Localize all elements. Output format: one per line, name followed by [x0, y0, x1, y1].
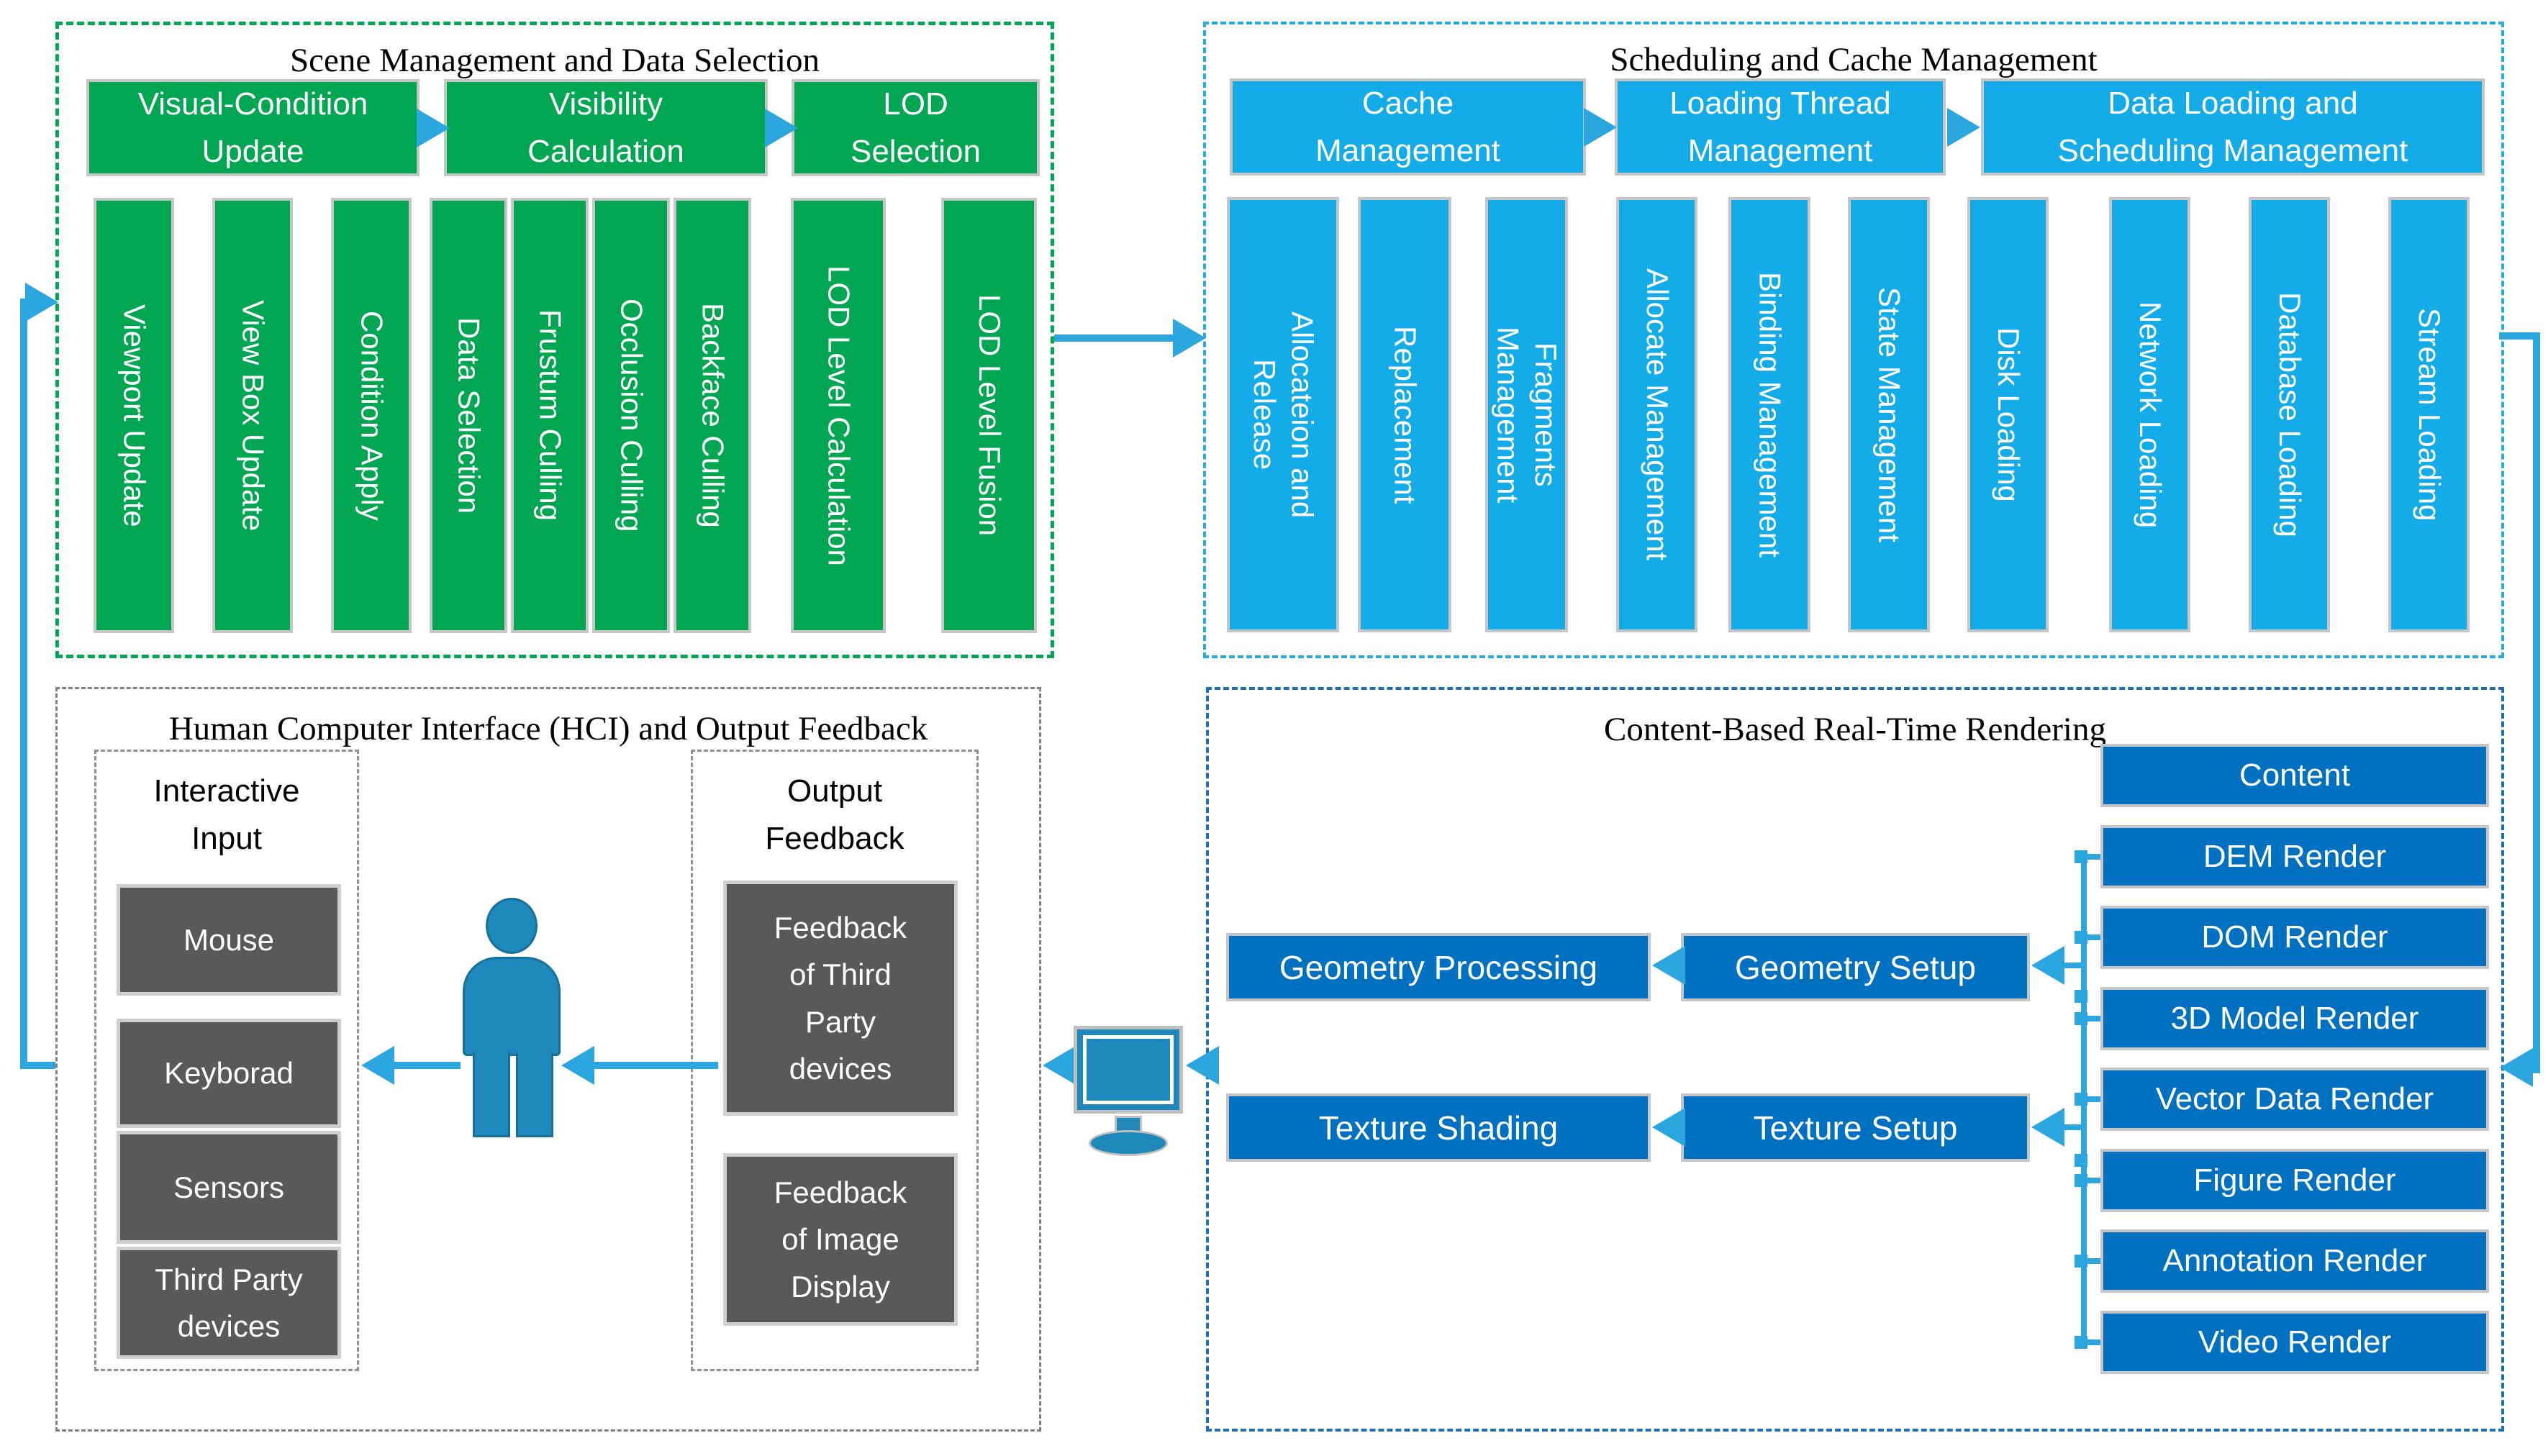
section-title: Human Computer Interface (HCI) and Outpu… — [168, 710, 928, 747]
box-database-loading: Database Loading — [2249, 197, 2330, 632]
box-occlusion-culling: Occlusion Culling — [592, 198, 670, 633]
box-3d-model-render: 3D Model Render — [2100, 987, 2489, 1050]
box-texture-setup: Texture Setup — [1681, 1093, 2030, 1162]
box-allocation-and-release: Allocateion and Release — [1227, 197, 1339, 632]
connector-scene-to-scheduling — [1054, 335, 1176, 342]
arrow-right-icon — [1584, 108, 1617, 147]
box-binding-management: Binding Management — [1728, 197, 1810, 632]
output-feedback-panel: Output Feedback Feedback of Third Party … — [691, 750, 979, 1371]
box-allocate-management: Allocate Management — [1616, 197, 1697, 632]
section-title: Scheduling and Cache Management — [1610, 41, 2098, 78]
box-vector-data-render: Vector Data Render — [2100, 1068, 2489, 1131]
arrow-right-icon — [417, 109, 450, 147]
box-lod-selection: LOD Selection — [792, 79, 1040, 176]
bracket-node — [2075, 1255, 2087, 1268]
bracket-tick — [2081, 1096, 2103, 1102]
box-content: Content — [2100, 744, 2489, 807]
arrow-left-icon — [1043, 1046, 1076, 1085]
arrow-left-icon — [2031, 946, 2064, 985]
box-geometry-processing: Geometry Processing — [1226, 933, 1651, 1001]
loop-right-vertical — [2533, 332, 2540, 1073]
arrow-right-icon — [1173, 319, 1206, 358]
box-texture-shading: Texture Shading — [1226, 1093, 1651, 1162]
box-condition-apply: Condition Apply — [331, 198, 412, 633]
bracket-node — [2075, 1093, 2087, 1106]
box-disk-loading: Disk Loading — [1967, 197, 2049, 632]
box-figure-render: Figure Render — [2100, 1149, 2489, 1212]
box-mouse: Mouse — [117, 884, 341, 996]
interactive-input-panel: Interactive Input Mouse Keyborad Sensors… — [94, 750, 359, 1371]
box-feedback-image-display: Feedback of Image Display — [723, 1153, 958, 1326]
bracket-tick — [2081, 854, 2103, 860]
bracket-tick — [2081, 1178, 2103, 1183]
box-loading-thread-management: Loading Thread Management — [1615, 78, 1946, 176]
box-viewport-update: Viewport Update — [94, 198, 174, 633]
bracket-tick — [2081, 1339, 2103, 1345]
box-keyboard: Keyborad — [117, 1019, 341, 1128]
bracket-node — [2075, 990, 2087, 1003]
section-scheduling-cache: Scheduling and Cache Management Cache Ma… — [1203, 22, 2504, 658]
box-backface-culling: Backface Culling — [674, 198, 751, 633]
section-title: Scene Management and Data Selection — [289, 42, 820, 79]
section-hci: Human Computer Interface (HCI) and Outpu… — [55, 687, 1041, 1432]
arrow-right-icon — [765, 109, 798, 147]
section-rendering: Content-Based Real-Time Rendering Geomet… — [1206, 687, 2504, 1432]
box-data-loading-scheduling: Data Loading and Scheduling Management — [1981, 78, 2485, 176]
box-view-box-update: View Box Update — [212, 198, 293, 633]
arrow-left-icon — [2031, 1108, 2064, 1147]
connector-line — [2064, 1124, 2084, 1130]
box-state-management: State Management — [1848, 197, 1930, 632]
box-feedback-third-party: Feedback of Third Party devices — [723, 881, 958, 1116]
box-replacement: Replacement — [1358, 197, 1451, 632]
loop-left-bottom — [20, 1062, 55, 1069]
bracket-node — [2075, 1174, 2087, 1187]
section-scene-management: Scene Management and Data Selection Visu… — [55, 22, 1054, 658]
box-cache-management: Cache Management — [1230, 78, 1586, 176]
box-third-party-devices: Third Party devices — [117, 1247, 341, 1359]
box-sensors: Sensors — [117, 1131, 341, 1244]
box-lod-level-fusion: LOD Level Fusion — [941, 198, 1037, 633]
box-data-selection: Data Selection — [430, 198, 507, 633]
bracket-node — [2075, 1154, 2087, 1167]
connector-line — [2064, 963, 2084, 968]
arrow-left-icon — [1186, 1046, 1219, 1085]
arrow-right-icon — [25, 283, 58, 322]
box-network-loading: Network Loading — [2109, 197, 2190, 632]
bracket-node — [2075, 1012, 2087, 1025]
loop-left-vertical — [20, 299, 27, 1069]
arrow-left-icon — [1652, 946, 1685, 985]
connector-person-to-input — [394, 1062, 461, 1069]
box-stream-loading: Stream Loading — [2388, 197, 2470, 632]
bracket-node — [2075, 1336, 2087, 1349]
panel-title: Interactive Input — [153, 773, 300, 856]
loop-right-top — [2499, 332, 2540, 340]
box-dem-render: DEM Render — [2100, 825, 2489, 888]
arrow-right-icon — [1947, 108, 1980, 147]
box-visual-condition-update: Visual-Condition Update — [86, 79, 420, 176]
bracket-tick — [2081, 1016, 2103, 1022]
panel-title: Output Feedback — [765, 773, 905, 856]
arrow-left-icon — [561, 1046, 594, 1085]
box-annotation-render: Annotation Render — [2100, 1229, 2489, 1293]
box-video-render: Video Render — [2100, 1311, 2489, 1374]
box-frustum-culling: Frustum Culling — [511, 198, 589, 633]
bracket-tick — [2081, 1258, 2103, 1264]
bracket-node — [2075, 850, 2087, 863]
arrow-left-icon — [361, 1046, 394, 1085]
arrow-left-icon — [1652, 1108, 1685, 1147]
section-title: Content-Based Real-Time Rendering — [1604, 711, 2106, 748]
box-dom-render: DOM Render — [2100, 906, 2489, 969]
connector-feedback-to-person — [594, 1062, 718, 1069]
bracket-tick — [2081, 934, 2103, 940]
box-fragments-management: Fragments Management — [1485, 197, 1568, 632]
box-lod-level-calculation: LOD Level Calculation — [791, 198, 886, 633]
box-visibility-calculation: Visibility Calculation — [444, 79, 768, 176]
arrow-left-icon — [2500, 1048, 2533, 1087]
bracket-node — [2075, 931, 2087, 944]
box-geometry-setup: Geometry Setup — [1681, 933, 2030, 1001]
